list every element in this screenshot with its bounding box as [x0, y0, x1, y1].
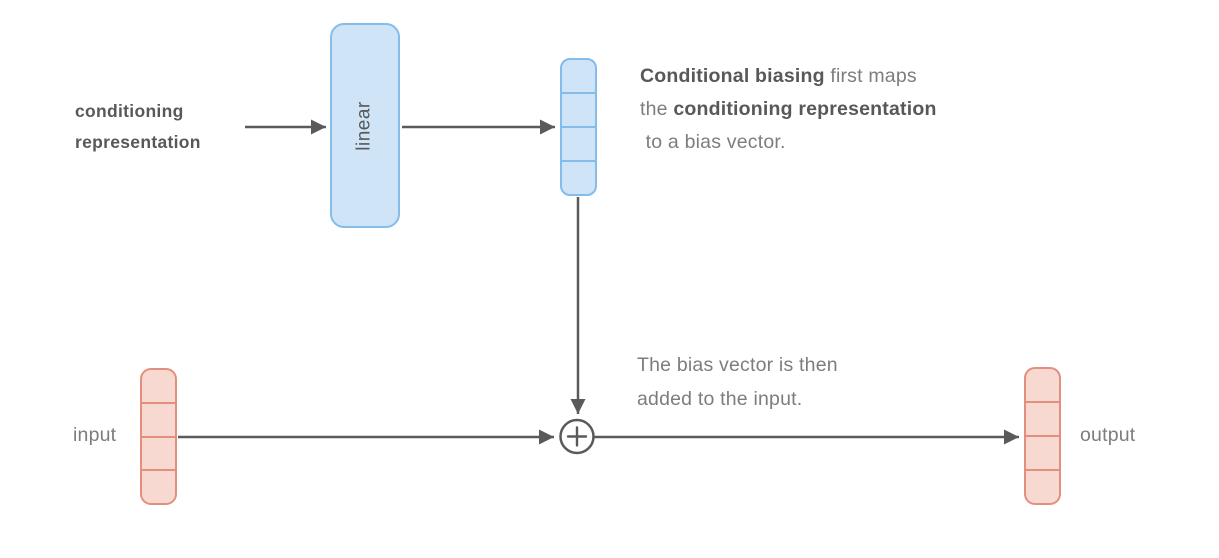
output-vector: [1024, 367, 1061, 505]
input-label: input: [73, 424, 117, 446]
bias-vector: [560, 58, 597, 196]
caption-bias-added: The bias vector is then added to the inp…: [637, 354, 838, 410]
plus-circle-icon: [559, 418, 595, 455]
linear-layer-box: linear: [330, 23, 400, 228]
vector-cell: [562, 160, 595, 194]
caption-conditional-biasing: Conditional biasing first maps the condi…: [640, 60, 937, 159]
vector-cell: [1026, 469, 1059, 503]
vector-cell: [562, 126, 595, 160]
vector-cell: [142, 401, 175, 436]
vector-cell: [142, 370, 175, 402]
linear-box-label: linear: [353, 100, 375, 151]
input-vector: [140, 368, 177, 505]
caption-segment: to a bias vector.: [645, 131, 786, 153]
conditioning-representation-label: conditioning representation: [75, 101, 201, 152]
vector-cell: [1026, 401, 1059, 435]
vector-cell: [1026, 369, 1059, 401]
output-label: output: [1080, 424, 1136, 446]
vector-cell: [562, 60, 595, 92]
vector-cell: [1026, 435, 1059, 469]
caption-segment: first maps the: [640, 65, 917, 120]
caption-segment: conditioning representation: [673, 98, 937, 120]
caption-segment: Conditional biasing: [640, 65, 825, 87]
vector-cell: [562, 92, 595, 126]
vector-cell: [142, 435, 175, 470]
vector-cell: [142, 469, 175, 503]
